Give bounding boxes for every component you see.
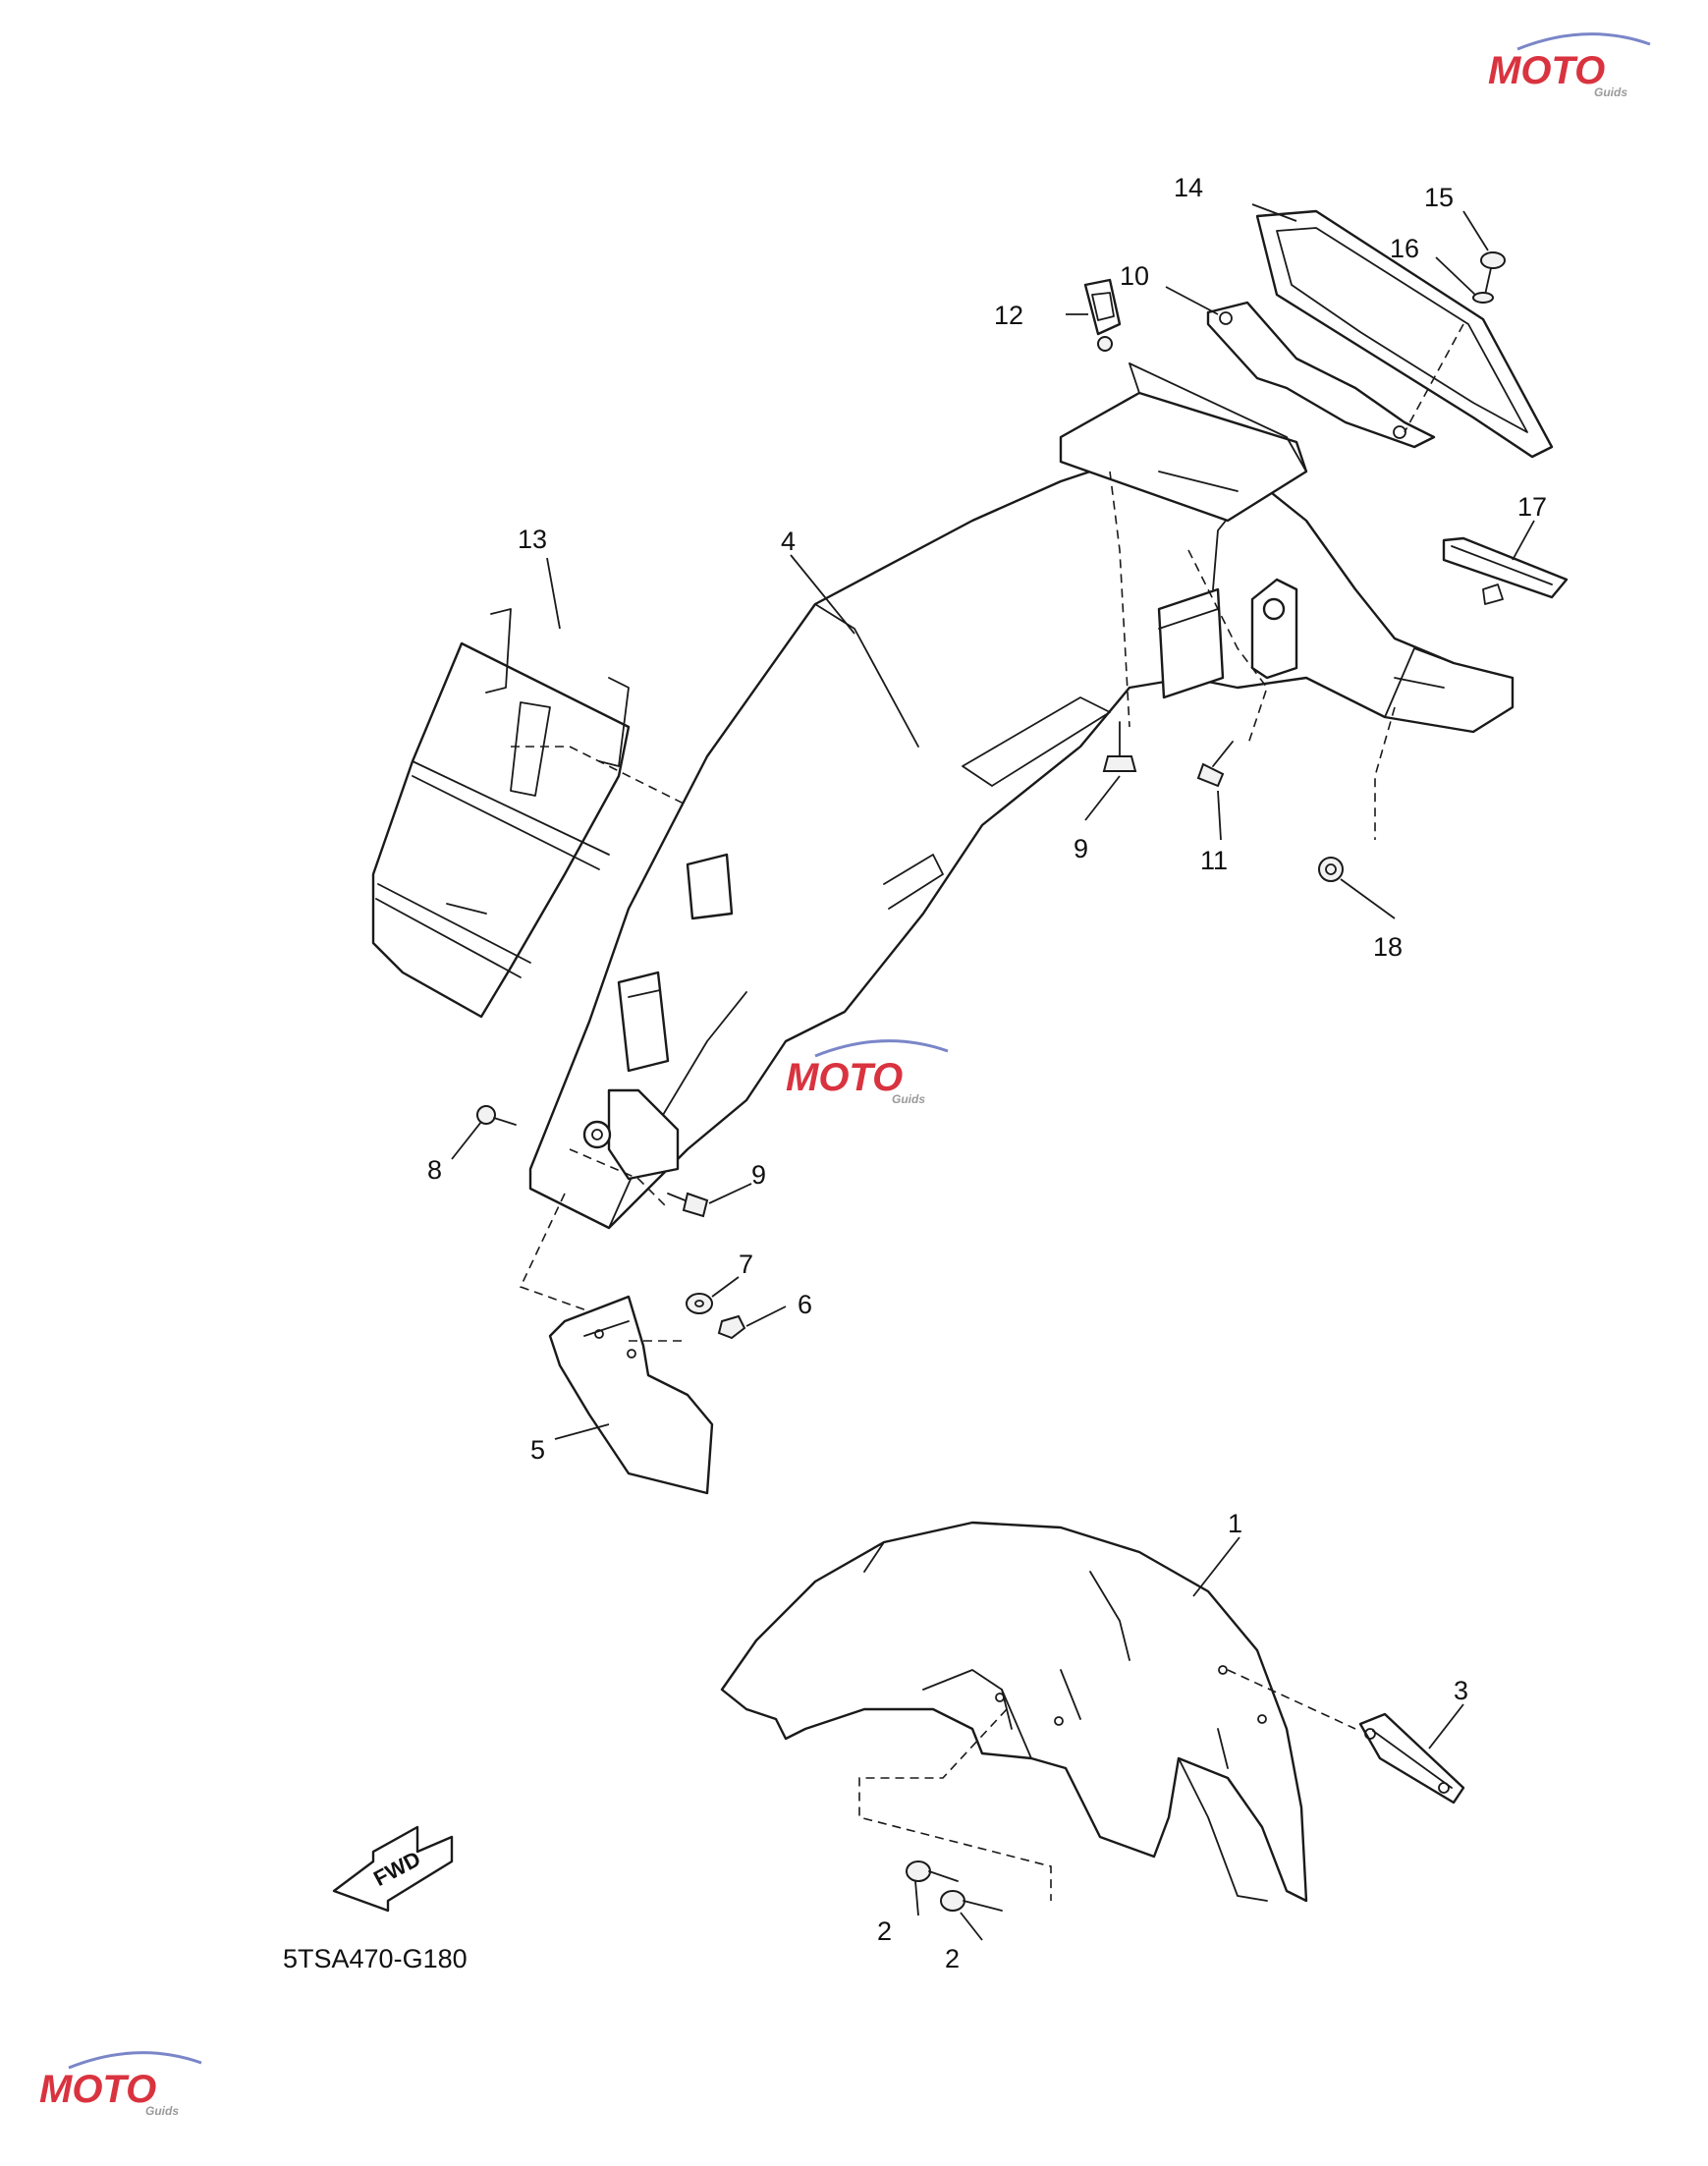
callout-7: 7 — [739, 1250, 753, 1279]
watermark-subtext: Guids — [892, 1092, 925, 1106]
part-10-bracket — [1206, 301, 1436, 449]
watermark-top-right: MOTO Guids — [1488, 32, 1651, 99]
callout-14: 14 — [1174, 173, 1203, 202]
callout-10: 10 — [1120, 261, 1149, 291]
watermark-text: MOTO — [786, 1056, 903, 1099]
callout-2-right: 2 — [945, 1944, 960, 1973]
part-1-front-fender — [720, 1521, 1356, 1903]
part-17-reflector — [1442, 536, 1569, 605]
part-2-bolt-right — [940, 1890, 1003, 1912]
callout-8: 8 — [427, 1155, 442, 1185]
callout-11: 11 — [1200, 846, 1228, 875]
part-6-nut — [717, 1314, 746, 1340]
part-9-bolt-lower — [667, 1192, 709, 1218]
part-5-flap — [548, 1295, 714, 1495]
callout-4: 4 — [781, 527, 796, 556]
callout-2-left: 2 — [877, 1916, 892, 1946]
part-2-bolt-left — [906, 1861, 959, 1882]
diagram-code: 5TSA470-G180 — [283, 1944, 468, 1973]
watermark-bottom-left: MOTO Guids — [39, 2051, 202, 2118]
part-3-bracket — [1358, 1712, 1465, 1805]
watermark-subtext: Guids — [145, 2104, 179, 2118]
callout-1: 1 — [1228, 1509, 1242, 1538]
callout-17: 17 — [1517, 492, 1547, 522]
part-8-screw — [476, 1105, 517, 1126]
fwd-arrow: FWD — [332, 1825, 454, 1913]
part-11-bolt — [1196, 741, 1234, 788]
watermark-text: MOTO — [39, 2068, 156, 2111]
watermark-subtext: Guids — [1594, 85, 1627, 99]
callout-16: 16 — [1390, 234, 1419, 263]
callout-3: 3 — [1454, 1676, 1468, 1705]
callout-9-upper: 9 — [1074, 834, 1088, 863]
part-4-rear-fender — [519, 362, 1515, 1312]
part-18-nut — [1318, 857, 1344, 882]
part-15-screw — [1480, 251, 1506, 296]
watermark-text: MOTO — [1488, 49, 1605, 92]
leader-lines — [451, 203, 1535, 1941]
part-13-inner-flap — [371, 608, 728, 1019]
callout-5: 5 — [530, 1435, 545, 1465]
part-16-washer — [1472, 292, 1494, 304]
callout-6: 6 — [798, 1290, 812, 1319]
part-14-plate-bracket — [1255, 209, 1554, 459]
part-12-clip — [1083, 278, 1122, 352]
part-7-washer — [686, 1293, 713, 1314]
callout-13: 13 — [518, 525, 547, 554]
callout-15: 15 — [1424, 183, 1454, 212]
watermark-center: MOTO Guids — [786, 1039, 949, 1106]
callout-12: 12 — [994, 301, 1023, 330]
callout-9-lower: 9 — [751, 1160, 766, 1190]
part-9-bolt-upper — [1102, 721, 1137, 772]
callout-18: 18 — [1373, 932, 1403, 962]
callouts: 1 2 2 3 4 5 6 7 8 9 9 10 11 12 13 14 15 … — [427, 173, 1547, 1973]
